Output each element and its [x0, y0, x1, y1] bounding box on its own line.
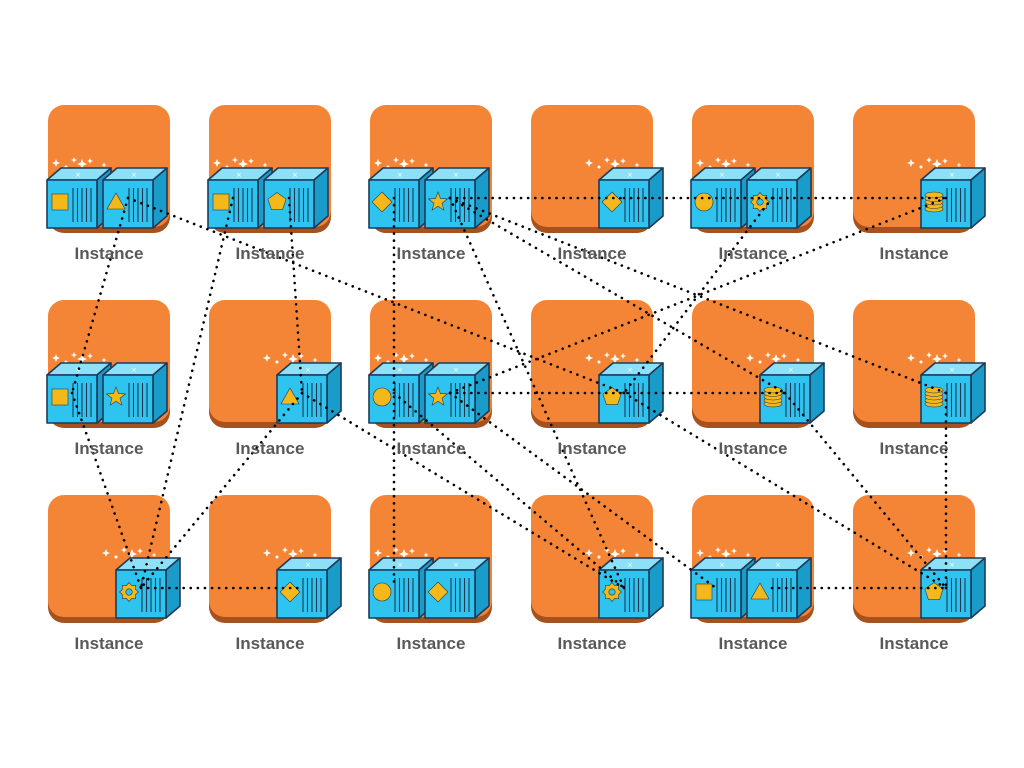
- container-icon: ×: [276, 362, 342, 424]
- instance-tile: ××: [368, 300, 492, 428]
- svg-text:×: ×: [305, 366, 311, 374]
- svg-text:×: ×: [788, 366, 794, 374]
- connector-line: [622, 391, 948, 590]
- svg-text:×: ×: [131, 171, 137, 179]
- instance-label: Instance: [879, 634, 949, 653]
- instance-tile: ×: [531, 495, 664, 623]
- svg-text:×: ×: [453, 366, 459, 374]
- svg-text:×: ×: [775, 561, 781, 569]
- svg-text:×: ×: [453, 561, 459, 569]
- connector-line: [300, 391, 626, 590]
- container-icon: ×: [424, 167, 490, 229]
- svg-text:×: ×: [75, 366, 81, 374]
- instance-tile: ×: [209, 300, 342, 428]
- instance-label: Instance: [235, 244, 305, 263]
- instance-tile: ××: [207, 105, 331, 233]
- container-icon: ×: [368, 167, 434, 229]
- container-icon: ×: [368, 362, 434, 424]
- instance-label: Instance: [718, 634, 788, 653]
- container-icon: ×: [368, 557, 434, 619]
- container-icon: ×: [920, 557, 986, 619]
- connector-line: [448, 196, 787, 395]
- svg-text:×: ×: [627, 561, 633, 569]
- svg-text:×: ×: [397, 561, 403, 569]
- container-icon: ×: [690, 557, 756, 619]
- connector-line: [70, 391, 143, 590]
- instance-label: Instance: [718, 244, 788, 263]
- svg-text:×: ×: [949, 171, 955, 179]
- container-icon: ×: [920, 362, 986, 424]
- instance-label: Instance: [557, 439, 627, 458]
- instance-label: Instance: [235, 439, 305, 458]
- container-icon: ×: [598, 362, 664, 424]
- instance-tile: ××: [368, 495, 492, 623]
- container-icon: ×: [102, 362, 168, 424]
- container-icon: ×: [424, 557, 490, 619]
- instance-tile: ××: [46, 300, 170, 428]
- instance-label: Instance: [74, 439, 144, 458]
- svg-text:×: ×: [397, 366, 403, 374]
- instance-tile: ×: [692, 300, 825, 428]
- svg-text:×: ×: [627, 171, 633, 179]
- svg-text:×: ×: [719, 561, 725, 569]
- instance-tile: ×: [531, 300, 664, 428]
- instance-label: Instance: [557, 244, 627, 263]
- connector-line: [392, 391, 626, 590]
- container-icon: ×: [920, 167, 986, 229]
- container-icon: ×: [759, 362, 825, 424]
- connections: [70, 196, 948, 590]
- container-icon: ×: [207, 167, 273, 229]
- container-icon: ×: [746, 557, 812, 619]
- container-icon: ×: [263, 167, 329, 229]
- instance-label: Instance: [718, 439, 788, 458]
- instance-tile: ×: [853, 495, 986, 623]
- svg-text:×: ×: [305, 561, 311, 569]
- connector-line: [287, 196, 304, 395]
- connector-line: [448, 196, 626, 590]
- svg-text:×: ×: [453, 171, 459, 179]
- container-icon: ×: [424, 362, 490, 424]
- instance-label: Instance: [396, 244, 466, 263]
- container-icon: ×: [276, 557, 342, 619]
- container-icon: ×: [598, 557, 664, 619]
- svg-text:×: ×: [627, 366, 633, 374]
- instance-tile: ×: [209, 495, 342, 623]
- instance-tile: ×: [853, 300, 986, 428]
- container-icon: ×: [102, 167, 168, 229]
- instance-tile: ××: [368, 105, 492, 233]
- svg-text:×: ×: [292, 171, 298, 179]
- svg-text:×: ×: [131, 366, 137, 374]
- svg-text:×: ×: [397, 171, 403, 179]
- container-icon: ×: [598, 167, 664, 229]
- instance-label: Instance: [396, 439, 466, 458]
- svg-text:×: ×: [949, 561, 955, 569]
- connector-line: [139, 391, 304, 590]
- instance-label: Instance: [879, 439, 949, 458]
- instance-label: Instance: [396, 634, 466, 653]
- instance-label: Instance: [74, 244, 144, 263]
- svg-text:×: ×: [75, 171, 81, 179]
- connector-line: [139, 196, 235, 590]
- instance-tile: ×: [531, 105, 664, 233]
- svg-text:×: ×: [775, 171, 781, 179]
- instance-tile: ××: [46, 105, 170, 233]
- svg-text:×: ×: [719, 171, 725, 179]
- instance-tile: ×: [48, 495, 181, 623]
- connector-line: [783, 391, 948, 590]
- svg-text:×: ×: [236, 171, 242, 179]
- instance-label: Instance: [235, 634, 305, 653]
- instance-tile: ××: [690, 105, 814, 233]
- container-icon: ×: [746, 167, 812, 229]
- instance-label: Instance: [74, 634, 144, 653]
- instance-label: Instance: [557, 634, 627, 653]
- instance-tile: ××: [690, 495, 814, 623]
- container-icon: ×: [46, 167, 112, 229]
- instance-tile: ×: [853, 105, 986, 233]
- svg-text:×: ×: [949, 366, 955, 374]
- instance-label: Instance: [879, 244, 949, 263]
